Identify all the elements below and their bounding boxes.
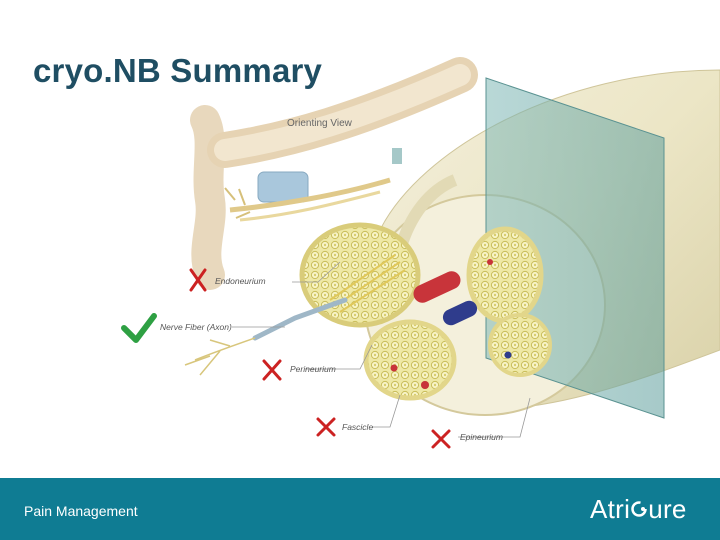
logo-gear-icon	[630, 494, 648, 525]
x-mark-icon	[433, 431, 449, 447]
x-mark-icon	[264, 361, 280, 379]
page-title: cryo.NB Summary	[33, 52, 322, 90]
footer-text: Pain Management	[24, 503, 138, 519]
x-mark-icon	[318, 419, 334, 435]
nerve-cross-section	[185, 70, 720, 418]
check-mark-icon	[124, 316, 154, 340]
epineurium-label: Epineurium	[460, 432, 503, 442]
perineurium-label: Perineurium	[290, 364, 336, 374]
fascicle-label: Fascicle	[342, 422, 373, 432]
nerve-fiber-label: Nerve Fiber (Axon)	[160, 322, 232, 332]
orienting-view-label: Orienting View	[287, 118, 353, 129]
endoneurium-label: Endoneurium	[215, 276, 266, 286]
